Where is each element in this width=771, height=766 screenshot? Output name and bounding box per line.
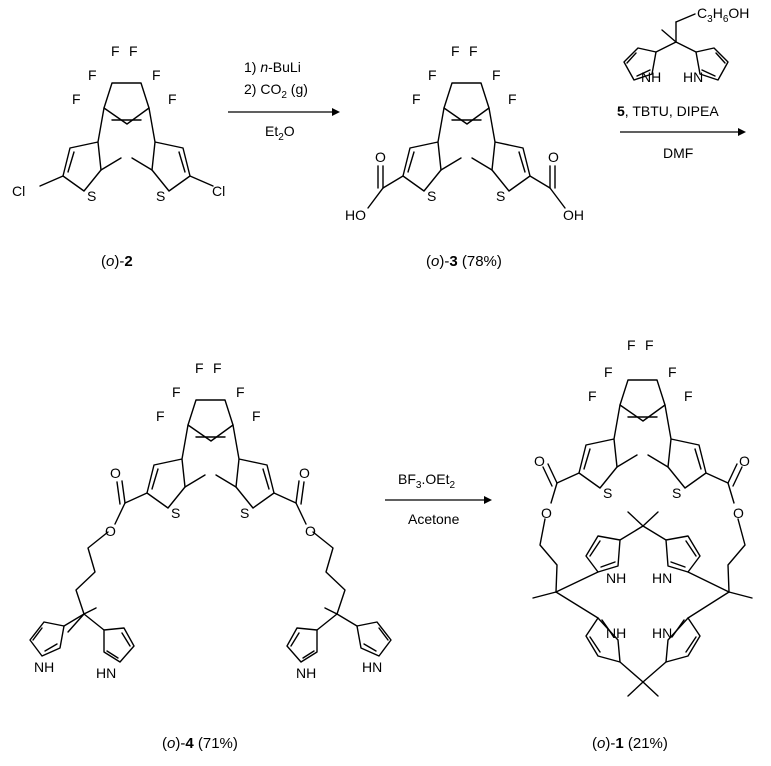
compound-label-4: (o)-4 (71%): [162, 735, 238, 752]
atom-s: S: [171, 505, 180, 521]
atom-s: S: [603, 485, 612, 501]
reaction-arrow-3: BF3.OEt2 Acetone: [385, 471, 492, 527]
atom-nh: NH: [641, 69, 661, 85]
atom-s: S: [156, 188, 165, 204]
atom-hn: HN: [683, 69, 703, 85]
atom-f: F: [627, 337, 636, 353]
atom-o: O: [375, 149, 386, 165]
atom-f: F: [111, 43, 120, 59]
atom-f: F: [588, 388, 597, 404]
atom-o: O: [733, 505, 744, 521]
atom-o: O: [110, 465, 121, 481]
atom-o: O: [739, 453, 750, 469]
atom-f: F: [236, 384, 245, 400]
atom-f: F: [684, 388, 693, 404]
atom-f: F: [492, 67, 501, 83]
condition-step1-line2: 2) CO2 (g): [244, 81, 308, 101]
atom-f: F: [668, 364, 677, 380]
atom-f: F: [156, 408, 165, 424]
atom-hn: HN: [652, 570, 672, 586]
atom-f: F: [168, 91, 177, 107]
atom-f: F: [252, 408, 261, 424]
atom-nh: NH: [606, 625, 626, 641]
molecule-o-1: F F F F F F O O O O S S NH HN NH HN (o)-…: [532, 337, 753, 752]
atom-s: S: [240, 505, 249, 521]
atom-s: S: [672, 485, 681, 501]
atom-hn: HN: [96, 665, 116, 681]
atom-oh: OH: [563, 207, 584, 223]
atom-f: F: [88, 67, 97, 83]
atom-o: O: [541, 505, 552, 521]
atom-s: S: [87, 188, 96, 204]
reagent-dipyrromethane: C3H6OH NH HN: [623, 5, 749, 85]
compound-label-3: (o)-3 (78%): [426, 253, 502, 270]
atom-hn: HN: [652, 625, 672, 641]
atom-f: F: [451, 43, 460, 59]
atom-f: F: [213, 360, 222, 376]
atom-ho: HO: [345, 207, 366, 223]
atom-f: F: [428, 67, 437, 83]
atom-f: F: [172, 384, 181, 400]
condition-step2-solvent: DMF: [663, 145, 693, 161]
condition-step2-reagents: 5, TBTU, DIPEA: [617, 103, 719, 119]
condition-step1-solvent: Et2O: [265, 123, 295, 143]
reagent-side-chain: C3H6OH: [697, 5, 749, 25]
atom-nh: NH: [296, 665, 316, 681]
atom-f: F: [469, 43, 478, 59]
atom-f: F: [604, 364, 613, 380]
molecule-o-2: F F F F F F Cl Cl S S (o)-2: [12, 43, 225, 270]
atom-f: F: [645, 337, 654, 353]
atom-hn: HN: [362, 659, 382, 675]
atom-s: S: [496, 188, 505, 204]
atom-f: F: [152, 67, 161, 83]
atom-f: F: [72, 91, 81, 107]
compound-label-2: (o)-2: [101, 253, 133, 270]
reaction-arrow-2: C3H6OH NH HN 5, TBTU, DIPEA DMF: [617, 5, 749, 161]
atom-f: F: [508, 91, 517, 107]
compound-label-1: (o)-1 (21%): [592, 735, 668, 752]
atom-o: O: [299, 465, 310, 481]
atom-f: F: [195, 360, 204, 376]
atom-cl: Cl: [212, 183, 225, 199]
atom-s: S: [427, 188, 436, 204]
condition-step3-reagent: BF3.OEt2: [398, 471, 455, 491]
atom-cl: Cl: [12, 183, 25, 199]
atom-f: F: [129, 43, 138, 59]
condition-step1-line1: 1) n-BuLi: [244, 59, 301, 75]
atom-o: O: [548, 149, 559, 165]
atom-o: O: [534, 453, 545, 469]
atom-f: F: [412, 91, 421, 107]
condition-step3-solvent: Acetone: [408, 511, 460, 527]
atom-nh: NH: [606, 570, 626, 586]
atom-o: O: [105, 523, 116, 539]
molecule-o-3: F F F F F F O O HO OH S S (o)-3 (78%): [345, 43, 584, 270]
atom-nh: NH: [34, 659, 54, 675]
molecule-o-4: F F F F F F O O O O S S NH HN NH HN (o)-…: [29, 360, 392, 752]
reaction-arrow-1: 1) n-BuLi 2) CO2 (g) Et2O: [228, 59, 340, 143]
atom-o: O: [305, 523, 316, 539]
